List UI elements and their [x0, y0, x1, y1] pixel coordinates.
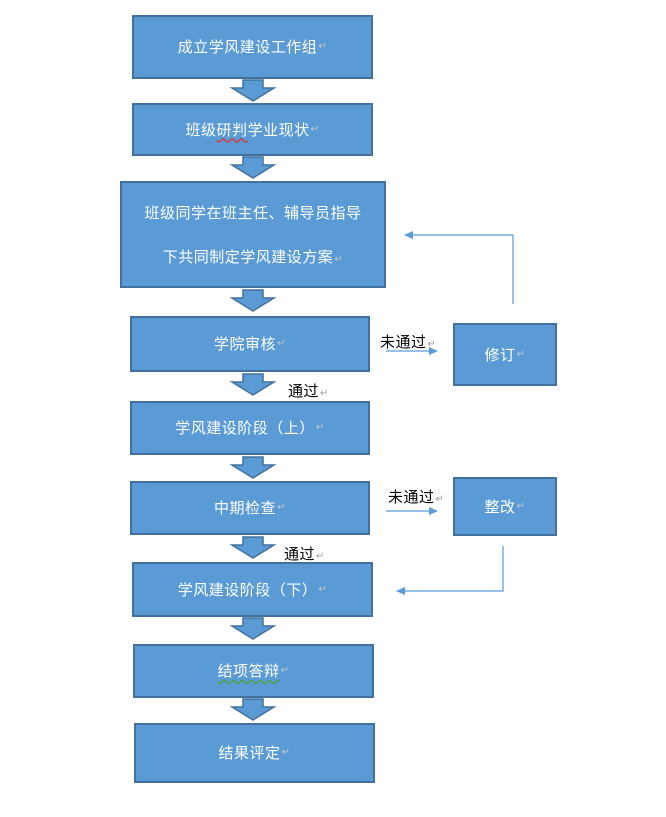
connector-revise-to-plan — [404, 231, 514, 304]
step-midterm-check: 中期检查↵ — [130, 481, 370, 535]
step-stage-one-label: 学风建设阶段（上） — [175, 419, 315, 437]
paragraph-mark: ↵ — [277, 502, 286, 513]
paragraph-mark: ↵ — [316, 551, 325, 562]
down-arrow-6 — [229, 536, 277, 559]
edge-label-passed-2-text: 通过 — [284, 545, 316, 563]
paragraph-mark: ↵ — [310, 123, 320, 135]
step-class-assessment-label-1: 班级 — [185, 120, 217, 139]
thin-connectors — [386, 231, 514, 595]
edge-label-not-passed-2-text: 未通过 — [388, 488, 435, 506]
step-college-audit-label: 学院审核 — [214, 335, 277, 353]
step-final-defense-label: 结项答辩 — [217, 662, 280, 680]
paragraph-mark: ↵ — [280, 665, 290, 676]
paragraph-mark: ↵ — [516, 500, 526, 512]
side-box-rectify-label: 整改 — [484, 497, 516, 516]
paragraph-mark: ↵ — [516, 348, 526, 360]
down-arrows — [229, 79, 277, 721]
step-result-evaluation: 结果评定↵ — [134, 723, 375, 783]
step-midterm-check-label: 中期检查 — [214, 499, 277, 517]
step-make-plan: 班级同学在班主任、辅导员指导 下共同制定学风建设方案↵ — [120, 181, 386, 288]
step-class-assessment: 班级研判学业现状↵ — [132, 103, 373, 156]
paragraph-mark: ↵ — [277, 338, 286, 349]
paragraph-mark: ↵ — [427, 339, 437, 350]
paragraph-mark: ↵ — [435, 494, 445, 505]
side-box-rectify: 整改↵ — [453, 477, 557, 536]
paragraph-mark: ↵ — [320, 388, 329, 399]
step-class-assessment-label-2: 研判 — [216, 120, 248, 139]
edge-label-not-passed-2: 未通过↵ — [388, 486, 444, 507]
down-arrow-2 — [229, 156, 277, 179]
side-box-revise-label: 修订 — [484, 345, 516, 364]
step-stage-two-label: 学风建设阶段（下） — [177, 580, 318, 599]
paragraph-mark: ↵ — [334, 253, 344, 265]
side-box-revise: 修订↵ — [453, 323, 557, 386]
down-arrow-3 — [229, 289, 277, 312]
paragraph-mark: ↵ — [318, 41, 328, 52]
edge-label-not-passed-1-text: 未通过 — [380, 333, 427, 351]
down-arrow-1 — [229, 79, 277, 102]
down-arrow-7 — [229, 617, 277, 640]
edge-label-passed-1-text: 通过 — [288, 382, 320, 400]
step-result-evaluation-label: 结果评定 — [218, 744, 281, 762]
paragraph-mark: ↵ — [315, 422, 325, 433]
step-final-defense: 结项答辩↵ — [133, 644, 374, 698]
down-arrow-4 — [229, 373, 277, 396]
down-arrow-5 — [229, 456, 277, 479]
edge-label-passed-1: 通过↵ — [288, 380, 329, 401]
step-establish-group: 成立学风建设工作组↵ — [132, 15, 373, 79]
edge-label-passed-2: 通过↵ — [284, 543, 325, 564]
step-make-plan-line-2-wrap: 下共同制定学风建设方案↵ — [163, 248, 343, 266]
step-stage-one: 学风建设阶段（上）↵ — [130, 401, 370, 455]
connector-rectify-to-stage2 — [396, 546, 504, 595]
paragraph-mark: ↵ — [281, 747, 291, 758]
edge-label-not-passed-1: 未通过↵ — [380, 331, 436, 352]
step-make-plan-line-1: 班级同学在班主任、辅导员指导 — [144, 203, 362, 222]
step-stage-two: 学风建设阶段（下）↵ — [132, 562, 373, 617]
step-class-assessment-label-3: 学业现状 — [247, 120, 310, 139]
step-college-audit: 学院审核↵ — [130, 316, 370, 372]
step-make-plan-line-2: 下共同制定学风建设方案 — [162, 247, 334, 266]
step-establish-group-label: 成立学风建设工作组 — [177, 38, 318, 56]
down-arrow-8 — [229, 698, 277, 721]
paragraph-mark: ↵ — [318, 583, 328, 595]
